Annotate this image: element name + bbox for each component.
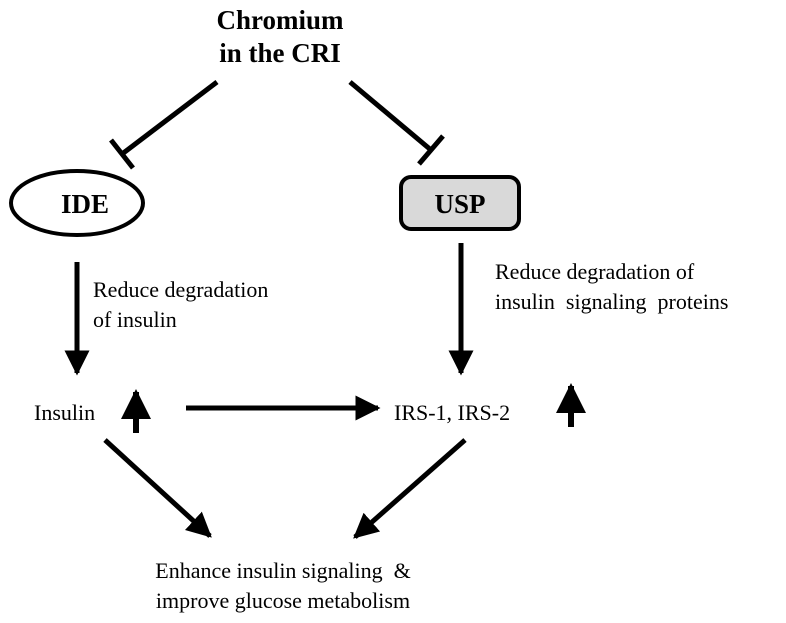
usp-node-label: USP [434, 189, 486, 219]
inhibit-line-ide [120, 80, 219, 156]
inhibit-bar-ide [109, 138, 135, 170]
usp-node-shape [399, 175, 521, 231]
arrow-irs-to-outcome [353, 438, 467, 539]
annotation-left-line-1: Reduce degradation [93, 277, 269, 302]
outcome-line-2: improve glucose metabolism [155, 588, 411, 613]
insulin-label: Insulin [34, 400, 96, 425]
arrow-insulin-to-outcome [103, 438, 212, 538]
outcome-label: Enhance insulin signaling & improve gluc… [118, 556, 448, 616]
inhibit-bar-usp [417, 134, 445, 166]
annotation-left-line-2: of insulin [93, 307, 177, 332]
inhibit-line-usp [348, 80, 433, 152]
ide-node-label: IDE [60, 189, 109, 219]
irs-label: IRS-1, IRS-2 [394, 400, 511, 425]
diagram-title: Chromium in the CRI [193, 4, 367, 70]
ide-node-shape [9, 169, 145, 237]
annotation-right: Reduce degradation of insulin signaling … [495, 257, 728, 317]
outcome-line-1: Enhance insulin signaling & [155, 558, 411, 583]
title-line-2: in the CRI [219, 38, 341, 68]
annotation-right-line-2: insulin signaling proteins [495, 289, 729, 314]
annotation-right-line-1: Reduce degradation of [495, 259, 695, 284]
annotation-left: Reduce degradation of insulin [93, 275, 268, 335]
title-line-1: Chromium [216, 5, 344, 35]
